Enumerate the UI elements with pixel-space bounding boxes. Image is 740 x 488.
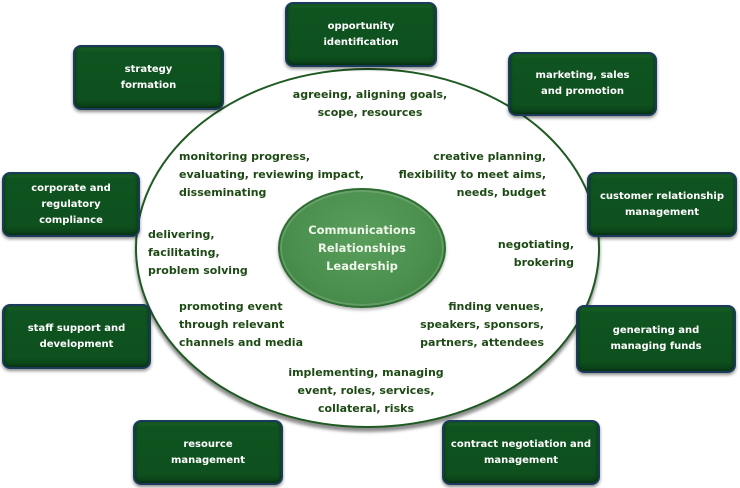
- box-label: resource management: [170, 438, 246, 466]
- box-label: contract negotiation and management: [450, 438, 592, 466]
- activity-delivering: delivering, facilitating, problem solvin…: [148, 228, 248, 277]
- activity-creative: creative planning, flexibility to meet a…: [398, 150, 546, 199]
- box-label: customer relationship management: [599, 190, 724, 218]
- box-resource-management: resource management: [133, 420, 283, 485]
- activity-implementing: implementing, managing event, roles, ser…: [288, 366, 444, 415]
- box-label: strategy formation: [120, 63, 177, 91]
- activity-promoting: promoting event through relevant channel…: [179, 300, 303, 349]
- box-marketing-sales-promotion: marketing, sales and promotion: [508, 52, 657, 116]
- box-strategy-formation: strategy formation: [73, 45, 224, 110]
- box-label: generating and managing funds: [610, 325, 702, 352]
- box-opportunity-identification: opportunity identification: [285, 2, 437, 67]
- core-competencies-text: Communications Relationships Leadership: [308, 223, 416, 273]
- box-staff-support-development: staff support and development: [2, 304, 151, 369]
- box-generating-managing-funds: generating and managing funds: [576, 305, 736, 373]
- box-customer-relationship-management: customer relationship management: [587, 172, 737, 237]
- activity-agreeing: agreeing, aligning goals, scope, resourc…: [292, 88, 448, 119]
- box-label: marketing, sales and promotion: [535, 70, 630, 97]
- core-competencies-ellipse: Communications Relationships Leadership: [278, 188, 446, 308]
- box-corporate-regulatory-compliance: corporate and regulatory compliance: [2, 172, 140, 237]
- box-contract-negotiation-management: contract negotiation and management: [442, 420, 600, 485]
- activity-finding: finding venues, speakers, sponsors, part…: [420, 300, 544, 349]
- box-label: corporate and regulatory compliance: [31, 182, 111, 226]
- box-label: opportunity identification: [323, 20, 399, 48]
- box-label: staff support and development: [27, 322, 126, 350]
- activity-negotiating: negotiating, brokering: [497, 238, 574, 269]
- activity-monitoring: monitoring progress, evaluating, reviewi…: [179, 150, 365, 199]
